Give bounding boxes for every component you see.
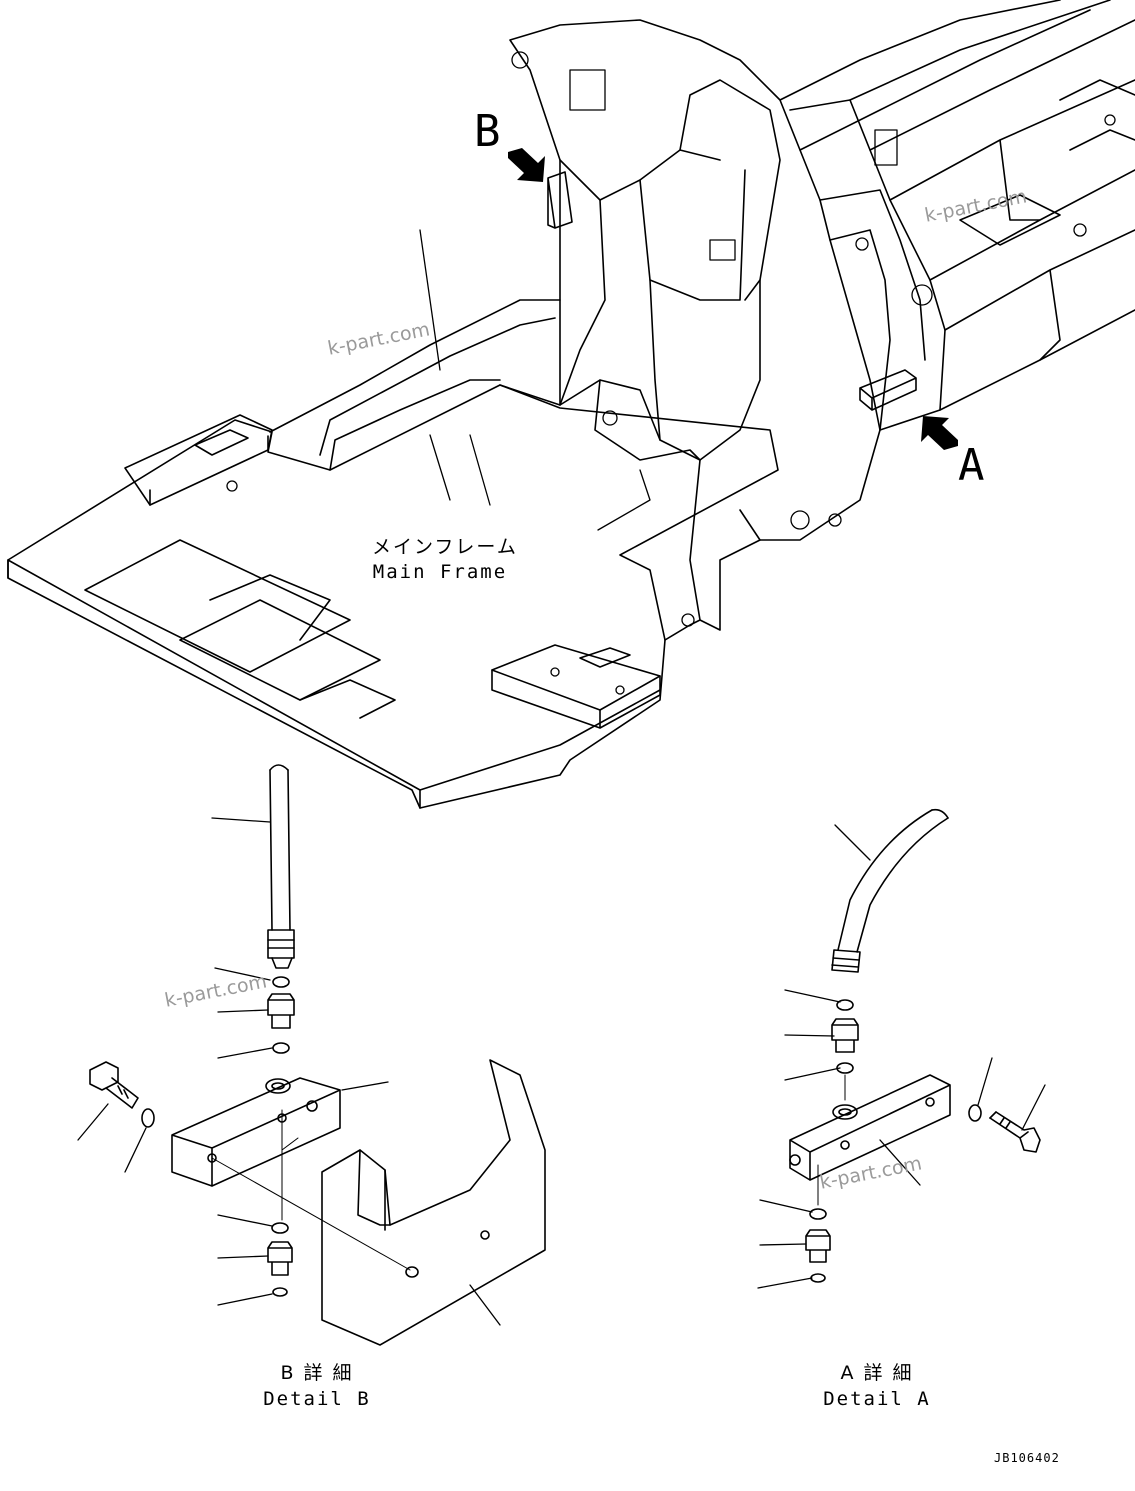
arrow-a-label: A [958, 440, 985, 491]
frame-bolt-details [226, 51, 1116, 695]
detail-b-title-en: Detail B [263, 1388, 371, 1410]
detail-b-block [171, 1077, 341, 1187]
detail-b-bolt [89, 1061, 139, 1109]
detail-b-guard-plate [321, 1059, 546, 1346]
frame-left-plate [124, 414, 273, 506]
detail-b-oring-1 [272, 976, 290, 988]
detail-b-fitting-bottom [267, 1241, 293, 1276]
arrow-a-pointer [921, 416, 958, 450]
detail-b-washer [141, 1108, 155, 1128]
detail-b-oring-4 [272, 1287, 288, 1297]
arrow-b-pointer [508, 148, 545, 182]
frame-rear-beam [779, 0, 1061, 101]
drawing-code: JB106402 [994, 1451, 1060, 1465]
detail-a-drawing [757, 808, 1046, 1289]
detail-a-oring-4 [810, 1273, 826, 1283]
detail-a-title-en: Detail A [823, 1388, 931, 1410]
detail-b-hose [269, 769, 291, 931]
detail-a-leaders [757, 824, 1046, 1289]
frame-front-deck [7, 384, 779, 809]
frame-center-tower [509, 19, 881, 541]
detail-b-oring-2 [272, 1042, 290, 1054]
detail-a-oring-3 [809, 1208, 827, 1220]
detail-b-fitting-top [267, 993, 295, 1029]
detail-b-drawing [77, 764, 546, 1346]
frame-right-plate [491, 644, 661, 711]
frame-block-a [859, 369, 917, 411]
detail-b-title-jp: B 詳 細 [280, 1362, 354, 1384]
detail-a-fitting-bottom [805, 1229, 831, 1263]
arrow-b-label: B [474, 106, 501, 157]
main-frame-label-en: Main Frame [372, 561, 508, 583]
detail-a-washer [968, 1104, 982, 1122]
detail-a-fitting-top [831, 1018, 859, 1053]
frame-bracket-b [547, 171, 573, 229]
detail-a-oring-1 [836, 999, 854, 1011]
detail-a-bolt [989, 1111, 1041, 1153]
main-frame-label-jp: メインフレーム [372, 536, 518, 558]
detail-b-leaders [77, 817, 501, 1326]
detail-a-block [789, 1074, 951, 1181]
detail-a-hose [837, 809, 949, 953]
detail-b-oring-3 [271, 1222, 289, 1234]
detail-a-title-jp: A 詳 細 [840, 1362, 914, 1384]
main-frame-drawing [7, 0, 1135, 809]
